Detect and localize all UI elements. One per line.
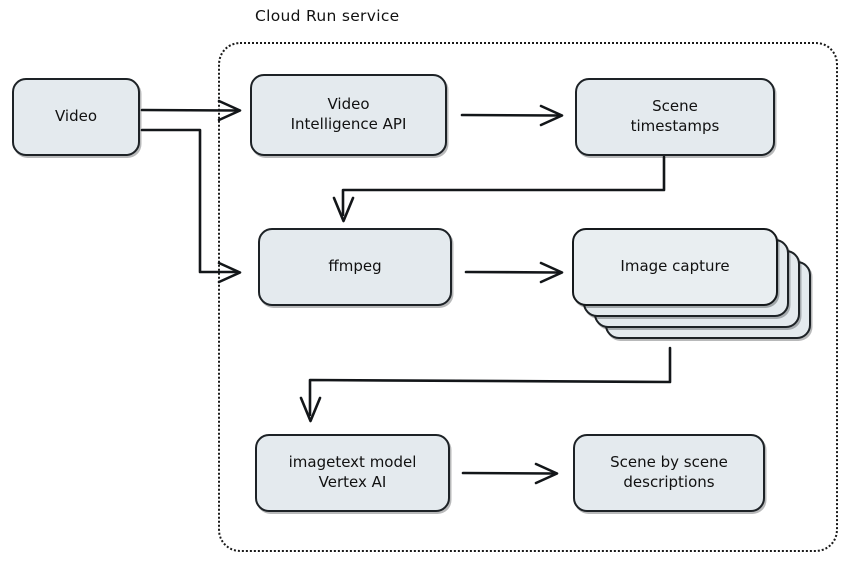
node-scene-descriptions-line-2: descriptions	[623, 473, 715, 491]
node-scene-by-scene-descriptions[interactable]: Scene by scene descriptions	[573, 434, 765, 512]
node-scene-timestamps-line-1: Scene	[652, 97, 698, 116]
node-video-line-1: Video	[54, 107, 98, 126]
node-image-capture-line-1: Image	[620, 257, 668, 276]
node-video-intelligence-api[interactable]: Video Intelligence API	[250, 74, 447, 156]
node-ffmpeg-line-1: ffmpeg	[328, 257, 382, 276]
cloud-run-service-label: Cloud Run service	[255, 7, 400, 25]
node-imagetext-model-line-2: Vertex AI	[318, 473, 387, 491]
node-ffmpeg[interactable]: ffmpeg	[258, 228, 452, 306]
node-imagetext-model-line-1: imagetext model	[288, 453, 417, 472]
cloud-run-service-container	[218, 42, 838, 552]
node-scene-descriptions-line-1: Scene by scene	[610, 453, 728, 472]
node-video-intelligence-api-line-2: Intelligence API	[290, 115, 407, 133]
node-image-capture[interactable]: Image capture	[572, 228, 812, 346]
node-video[interactable]: Video	[12, 78, 140, 156]
node-imagetext-model-vertex-ai[interactable]: imagetext model Vertex AI	[255, 434, 450, 512]
image-capture-front-card: Image capture	[572, 228, 778, 306]
node-image-capture-line-2: capture	[672, 257, 730, 276]
node-scene-timestamps[interactable]: Scene timestamps	[575, 78, 775, 156]
node-scene-timestamps-line-2: timestamps	[630, 117, 720, 135]
node-video-intelligence-api-line-1: Video	[327, 95, 370, 114]
